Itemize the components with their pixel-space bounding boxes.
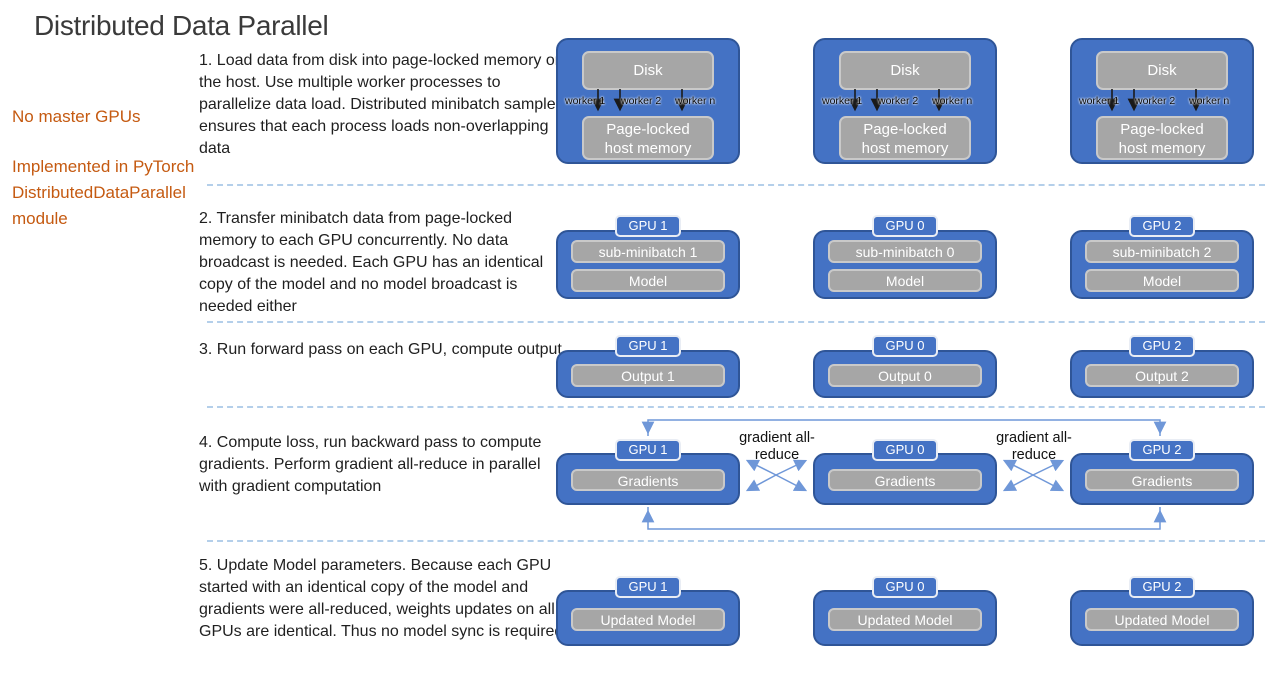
host-node-box-1: Disk worker 1 worker 2 worker n Page-loc… (556, 38, 740, 164)
updated-model-box: Updated Model (571, 608, 725, 631)
gpu-box: Gradients (556, 453, 740, 505)
gradient-allreduce-label: gradient all- reduce (726, 430, 828, 464)
cross-allreduce-arrows-icon (745, 459, 808, 492)
gradients-box: Gradients (1085, 469, 1239, 491)
memory-line: Page-locked (606, 121, 690, 138)
output-box: Output 2 (1085, 364, 1239, 387)
step-5-text: 5. Update Model parameters. Because each… (199, 557, 564, 640)
gradient-allreduce-label: gradient all- reduce (983, 430, 1085, 464)
section-divider (207, 406, 1265, 408)
gpu-box: Output 1 (556, 350, 740, 398)
section-divider (207, 540, 1265, 542)
worker-label: worker 2 (1135, 95, 1176, 107)
memory-line: host memory (604, 140, 692, 157)
cross-allreduce-arrows-icon (1002, 459, 1065, 492)
gpu-box: Gradients (813, 453, 997, 505)
worker-label: worker n (932, 95, 973, 107)
model-box: Model (1085, 269, 1239, 292)
gpu-tab: GPU 2 (1129, 215, 1195, 237)
gradient-allreduce-line: gradient all- (996, 430, 1072, 446)
step-1-text: 1. Load data from disk into page-locked … (199, 52, 564, 157)
host-node-box-0: Disk worker 1 worker 2 worker n Page-loc… (813, 38, 997, 164)
gpu-tab: GPU 2 (1129, 576, 1195, 598)
section-divider (207, 321, 1265, 323)
worker-label: worker 2 (621, 95, 662, 107)
host-node-box-2: Disk worker 1 worker 2 worker n Page-loc… (1070, 38, 1254, 164)
gpu-tab: GPU 0 (872, 335, 938, 357)
worker-label: worker 2 (878, 95, 919, 107)
gpu-box: sub-minibatch 1 Model (556, 230, 740, 299)
gpu-box: Updated Model (556, 590, 740, 646)
worker-label: worker n (675, 95, 716, 107)
updated-model-box: Updated Model (828, 608, 982, 631)
step-3-text: 3. Run forward pass on each GPU, compute… (199, 341, 562, 358)
gpu-box: Output 0 (813, 350, 997, 398)
gradient-allreduce-line: reduce (1011, 447, 1057, 463)
disk-box: Disk (839, 51, 971, 90)
note-implemented-pytorch: Implemented in PyTorch DistributedDataPa… (12, 157, 195, 228)
section-divider (207, 184, 1265, 186)
gpu-tab: GPU 2 (1129, 335, 1195, 357)
gradients-box: Gradients (571, 469, 725, 491)
sub-minibatch-box: sub-minibatch 2 (1085, 240, 1239, 263)
output-box: Output 1 (571, 364, 725, 387)
worker-label: worker 1 (822, 95, 863, 107)
gpu-box: sub-minibatch 2 Model (1070, 230, 1254, 299)
memory-line: host memory (1118, 140, 1206, 157)
gradient-allreduce-line: reduce (754, 447, 800, 463)
gpu-tab: GPU 1 (615, 335, 681, 357)
worker-label: worker 1 (1079, 95, 1120, 107)
note-no-master-gpus: No master GPUs (12, 107, 141, 126)
page-locked-memory-box: Page-locked host memory (582, 116, 714, 160)
gpu-tab: GPU 2 (1129, 439, 1195, 461)
memory-line: Page-locked (863, 121, 947, 138)
model-box: Model (571, 269, 725, 292)
gpu-tab: GPU 0 (872, 439, 938, 461)
output-box: Output 0 (828, 364, 982, 387)
sub-minibatch-box: sub-minibatch 0 (828, 240, 982, 263)
step-2-text: 2. Transfer minibatch data from page-loc… (199, 210, 544, 315)
gpu-box: sub-minibatch 0 Model (813, 230, 997, 299)
gpu-box: Updated Model (1070, 590, 1254, 646)
page-locked-memory-box: Page-locked host memory (1096, 116, 1228, 160)
disk-box: Disk (582, 51, 714, 90)
gpu-tab: GPU 1 (615, 576, 681, 598)
gpu-tab: GPU 0 (872, 215, 938, 237)
model-box: Model (828, 269, 982, 292)
gpu-tab: GPU 1 (615, 439, 681, 461)
gpu-tab: GPU 1 (615, 215, 681, 237)
worker-label: worker 1 (565, 95, 606, 107)
page-locked-memory-box: Page-locked host memory (839, 116, 971, 160)
gpu-tab: GPU 0 (872, 576, 938, 598)
disk-box: Disk (1096, 51, 1228, 90)
gradients-box: Gradients (828, 469, 982, 491)
gpu-box: Updated Model (813, 590, 997, 646)
worker-label: worker n (1189, 95, 1230, 107)
step-4-text: 4. Compute loss, run backward pass to co… (199, 434, 542, 495)
gpu-box: Output 2 (1070, 350, 1254, 398)
slide-title: Distributed Data Parallel (34, 10, 329, 41)
memory-line: host memory (861, 140, 949, 157)
updated-model-box: Updated Model (1085, 608, 1239, 631)
memory-line: Page-locked (1120, 121, 1204, 138)
sub-minibatch-box: sub-minibatch 1 (571, 240, 725, 263)
gradient-allreduce-line: gradient all- (739, 430, 815, 446)
